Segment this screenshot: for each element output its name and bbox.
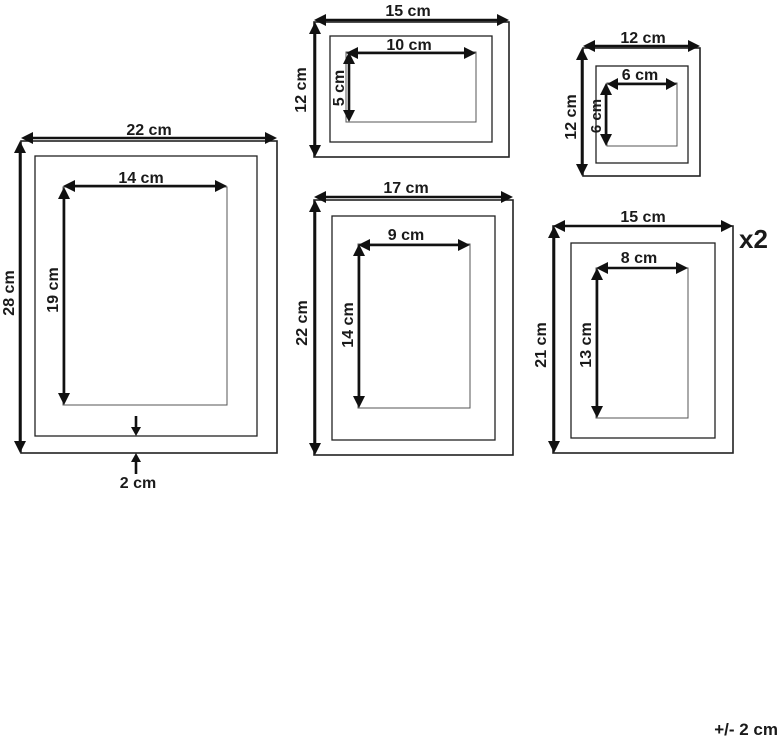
frame-3-width-label: 12 cm	[620, 30, 665, 47]
frame-2: 15 cm 12 cm 10 cm 5 cm	[293, 3, 510, 158]
frame-5-height-label: 21 cm	[533, 322, 550, 367]
frame-3-height-arrow-bottom	[576, 164, 588, 176]
frame-1-width-arrow-left	[21, 132, 33, 144]
frame-5-height-arrow-top	[548, 226, 560, 238]
frame-4-inner-width-arrow-left	[358, 239, 370, 251]
tolerance-note: +/- 2 cm	[714, 720, 778, 739]
frame-4-inner-height-arrow-bottom	[353, 396, 365, 408]
frame-5-quantity-label: x2	[739, 224, 768, 254]
frame-2-width-arrow-left	[314, 14, 326, 26]
frame-4-height-arrow-top	[309, 200, 321, 212]
frame-1: 22 cm 28 cm 14 cm 19 cm 2 cm	[1, 122, 278, 492]
frame-5-inner-width-label: 8 cm	[621, 250, 657, 267]
frame-4-height-label: 22 cm	[294, 300, 311, 345]
frame-5-width-arrow-left	[553, 220, 565, 232]
frame-3-inner-height-arrow-top	[600, 83, 612, 95]
frame-5-height-arrow-bottom	[548, 441, 560, 453]
frame-4-width-arrow-left	[314, 191, 326, 203]
frame-1-border-arrow-up	[131, 453, 141, 462]
frame-2-inner-width-arrow-left	[346, 47, 358, 59]
frame-3: 12 cm 12 cm 6 cm 6 cm	[563, 30, 701, 177]
frame-2-inner-height-arrow-top	[343, 52, 355, 64]
frame-4-inner-width-label: 9 cm	[388, 227, 424, 244]
frame-3-width-arrow-left	[583, 40, 595, 52]
frame-1-height-label: 28 cm	[1, 270, 18, 315]
frame-1-photo-window	[62, 186, 228, 406]
frame-4: 17 cm 22 cm 9 cm 14 cm	[294, 180, 514, 456]
frame-5-width-arrow-right	[721, 220, 733, 232]
frame-2-height-label: 12 cm	[293, 67, 310, 112]
frame-5-inner-height-label: 13 cm	[578, 322, 595, 367]
frame-5-width-label: 15 cm	[620, 209, 665, 226]
frame-3-inner-width-arrow-right	[666, 78, 677, 90]
frame-5: 15 cm 21 cm 8 cm 13 cm x2	[533, 209, 768, 454]
frame-2-inner-height-arrow-bottom	[343, 110, 355, 122]
frame-1-inner-height-arrow-top	[58, 187, 70, 199]
frame-4-photo-window	[357, 243, 471, 409]
frame-1-height-arrow-top	[14, 141, 26, 153]
frame-3-width-arrow-right	[688, 40, 700, 52]
frame-1-height-arrow-bottom	[14, 441, 26, 453]
frame-5-inner-height-arrow-bottom	[591, 406, 603, 418]
frame-3-inner-height-label: 6 cm	[588, 99, 605, 133]
frame-5-photo-window	[595, 267, 689, 419]
frame-4-width-label: 17 cm	[383, 180, 428, 197]
frame-3-inner-height-arrow-bottom	[600, 134, 612, 146]
frame-1-width-arrow-right	[265, 132, 277, 144]
frame-2-height-arrow-top	[309, 22, 321, 34]
frame-2-inner-height-label: 5 cm	[331, 70, 348, 106]
frame-2-inner-width-arrow-right	[464, 47, 476, 59]
frame-2-width-label: 15 cm	[385, 3, 430, 20]
frame-3-photo-window	[606, 82, 678, 147]
frame-1-border-arrow-down	[131, 427, 141, 436]
frame-2-inner-width-label: 10 cm	[386, 37, 431, 54]
frame-3-height-arrow-top	[576, 48, 588, 60]
frame-1-border-label: 2 cm	[120, 475, 156, 492]
frame-2-photo-window	[345, 51, 477, 123]
frame-2-width-arrow-right	[497, 14, 509, 26]
frame-1-width-label: 22 cm	[126, 122, 171, 139]
frame-1-inner-height-arrow-bottom	[58, 393, 70, 405]
frame-3-height-label: 12 cm	[563, 94, 580, 139]
frame-4-width-arrow-right	[501, 191, 513, 203]
frame-1-inner-width-arrow-left	[63, 180, 75, 192]
frame-4-inner-width-arrow-right	[458, 239, 470, 251]
frame-1-inner-width-label: 14 cm	[118, 170, 163, 187]
frame-3-inner-width-arrow-left	[607, 78, 618, 90]
frame-5-inner-height-arrow-top	[591, 268, 603, 280]
frame-1-inner-width-arrow-right	[215, 180, 227, 192]
frame-4-height-arrow-bottom	[309, 443, 321, 455]
frame-5-inner-width-arrow-right	[676, 262, 688, 274]
frame-4-inner-height-arrow-top	[353, 244, 365, 256]
frame-1-inner-height-label: 19 cm	[45, 267, 62, 312]
frame-5-inner-width-arrow-left	[596, 262, 608, 274]
frame-3-inner-width-label: 6 cm	[622, 67, 658, 84]
frame-2-height-arrow-bottom	[309, 145, 321, 157]
frame-4-inner-height-label: 14 cm	[340, 302, 357, 347]
